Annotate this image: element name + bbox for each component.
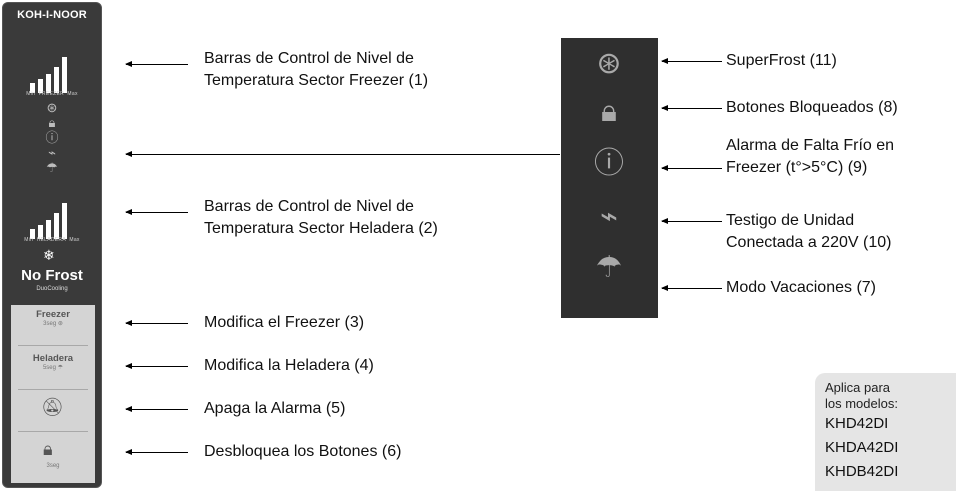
model-item: KHDA42DI: [825, 439, 899, 456]
label-botones-bloqueados: Botones Bloqueados (8): [726, 99, 898, 116]
arrow-11: [661, 58, 722, 64]
duocooling-label: DuoCooling: [36, 286, 68, 292]
arrow-status-icons: [125, 151, 560, 157]
divider: [18, 389, 88, 390]
arrow-1: [125, 61, 188, 67]
vacation-icon: ☂: [46, 160, 58, 175]
brand-logo: KOH-I-NOOR: [17, 9, 87, 21]
label-superfrost: SuperFrost (11): [726, 52, 837, 69]
heladera-button[interactable]: Heladera 5seg ☂: [11, 353, 95, 371]
alarm-icon: ⓘ: [45, 130, 59, 145]
model-item: KHDB42DI: [825, 463, 899, 480]
arrow-10: [661, 218, 722, 224]
control-panel: KOH-I-NOOR Min FREEZER Max ⊛ 🔒︎ ⓘ ⌁ ☂ Mi…: [2, 2, 102, 488]
unlock-button[interactable]: 🔒︎: [43, 439, 53, 459]
arrow-6: [125, 449, 188, 455]
superfrost-icon: ⊛: [596, 47, 622, 80]
vacation-icon: ☂: [595, 251, 623, 284]
arrow-5: [125, 406, 188, 412]
label-modifica-freezer: Modifica el Freezer (3): [204, 314, 365, 331]
alarm-icon: ⓘ: [594, 147, 624, 180]
arrow-8: [661, 105, 722, 111]
arrow-4: [125, 363, 188, 369]
note-line1: Aplica para: [825, 380, 891, 395]
heladera-button-label: Heladera: [32, 353, 74, 364]
freezer-button-sub: 3seg ⊛: [43, 321, 63, 327]
divider: [18, 431, 88, 432]
plug-icon: ⌁: [48, 145, 56, 160]
snowflake-icon: ❄: [43, 247, 55, 263]
lock-icon: 🔒︎: [601, 95, 617, 128]
plug-icon: ⌁: [599, 200, 619, 233]
model-item: KHD42DI: [825, 415, 889, 432]
label-modo-vacaciones: Modo Vacaciones (7): [726, 279, 876, 296]
heladera-button-sub: 5seg ☂: [42, 365, 64, 371]
heladera-bar-label: Min HELADERA Max: [24, 237, 80, 243]
freezer-temperature-bars: [30, 57, 67, 93]
alarm-off-button[interactable]: 🔕︎: [41, 397, 64, 417]
unlock-button-sub: 3seg: [46, 463, 60, 469]
icon-strip: ⊛ 🔒︎ ⓘ ⌁ ☂: [561, 38, 658, 318]
lock-icon: 🔒︎: [48, 115, 56, 130]
label-modifica-heladera: Modifica la Heladera (4): [204, 357, 374, 374]
freezer-button-label: Freezer: [36, 309, 70, 320]
models-note: Aplica para los modelos: KHD42DI KHDA42D…: [815, 373, 956, 491]
freezer-bar-label: Min FREEZER Max: [26, 91, 78, 97]
label-apaga-alarma: Apaga la Alarma (5): [204, 400, 346, 417]
note-line2: los modelos:: [825, 396, 898, 411]
heladera-temperature-bars: [30, 203, 67, 239]
arrow-9: [661, 165, 722, 171]
divider: [18, 345, 88, 346]
label-desbloquea: Desbloquea los Botones (6): [204, 443, 402, 460]
freezer-button[interactable]: Freezer 3seg ⊛: [11, 309, 95, 327]
no-frost-label: No Frost: [21, 267, 83, 284]
arrow-2: [125, 209, 188, 215]
superfrost-icon: ⊛: [46, 100, 58, 115]
arrow-7: [661, 285, 722, 291]
button-area: Freezer 3seg ⊛ Heladera 5seg ☂ 🔕︎ 🔒︎ 3se…: [11, 305, 95, 483]
arrow-3: [125, 320, 188, 326]
